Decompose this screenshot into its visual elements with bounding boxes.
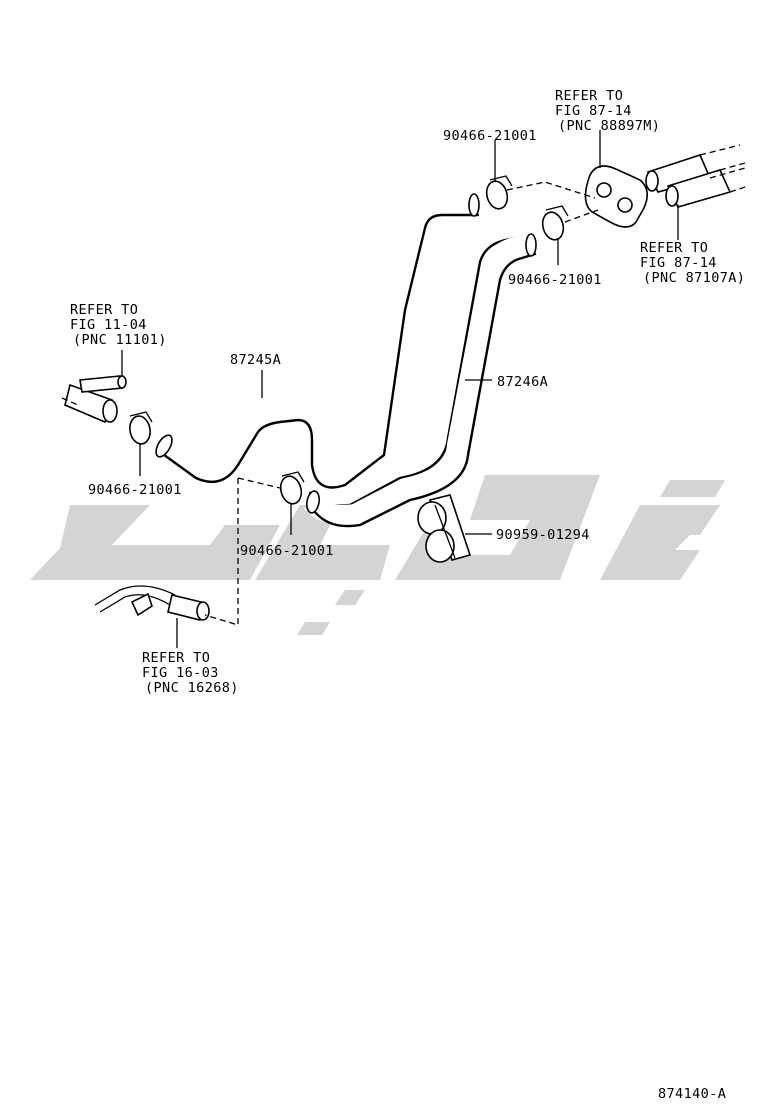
clamp-holder-90959[interactable] xyxy=(417,494,472,563)
label-clamp-top-left: 90466-21001 xyxy=(443,128,537,144)
hose-87246a[interactable] xyxy=(304,233,537,528)
pipe-fitting-bottom[interactable] xyxy=(94,585,210,621)
label-clamp-holder: 90959-01294 xyxy=(496,527,590,543)
svg-text:REFER TO: REFER TO xyxy=(70,302,138,318)
figure-id: 874140-A xyxy=(658,1086,726,1102)
reference-top-a: REFER TO FIG 87-14 (PNC 88897M) xyxy=(555,88,660,134)
svg-text:(PNC 16268): (PNC 16268) xyxy=(145,680,239,696)
heater-fitting-gasket[interactable] xyxy=(584,165,648,228)
svg-text:FIG 16-03: FIG 16-03 xyxy=(142,665,219,681)
clamp-middle[interactable] xyxy=(278,471,305,506)
label-clamp-top-right: 90466-21001 xyxy=(508,272,602,288)
svg-text:REFER TO: REFER TO xyxy=(640,240,708,256)
reference-bottom: REFER TO FIG 16-03 (PNC 16268) xyxy=(142,650,239,696)
svg-text:FIG 87-14: FIG 87-14 xyxy=(555,103,632,119)
watermark-logo xyxy=(30,475,725,635)
svg-text:REFER TO: REFER TO xyxy=(142,650,210,666)
svg-text:FIG 11-04: FIG 11-04 xyxy=(70,317,147,333)
reference-top-b: REFER TO FIG 87-14 (PNC 87107A) xyxy=(640,240,745,286)
hose-87245a[interactable] xyxy=(158,185,480,489)
label-clamp-middle: 90466-21001 xyxy=(240,543,334,559)
clamp-left[interactable] xyxy=(128,411,153,446)
label-clamp-left: 90466-21001 xyxy=(88,482,182,498)
svg-text:FIG 87-14: FIG 87-14 xyxy=(640,255,717,271)
engine-fitting-left[interactable] xyxy=(61,375,127,424)
clamp-top-left[interactable] xyxy=(484,175,513,211)
reference-left: REFER TO FIG 11-04 (PNC 11101) xyxy=(70,302,167,348)
svg-text:(PNC 87107A): (PNC 87107A) xyxy=(643,270,745,286)
svg-text:(PNC 88897M): (PNC 88897M) xyxy=(558,118,660,134)
heater-pipes[interactable] xyxy=(645,144,749,208)
svg-text:REFER TO: REFER TO xyxy=(555,88,623,104)
clamp-top-right[interactable] xyxy=(540,205,569,242)
svg-text:(PNC 11101): (PNC 11101) xyxy=(73,332,167,348)
label-87245a: 87245A xyxy=(230,352,281,368)
label-87246a: 87246A xyxy=(497,374,548,390)
